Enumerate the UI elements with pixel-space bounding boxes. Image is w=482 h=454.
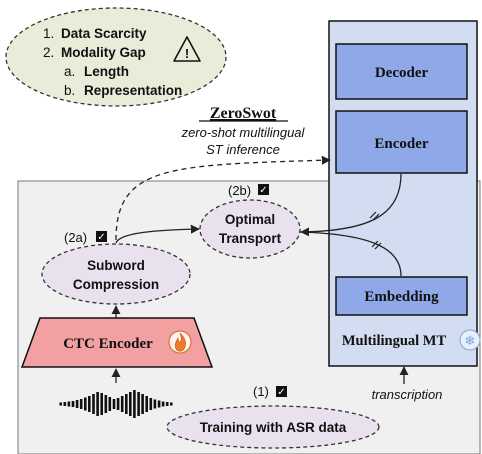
waveform-bar [141, 394, 144, 414]
check-glyph: ✓ [97, 232, 105, 243]
ot-label-1: Optimal [225, 212, 275, 227]
stop-gradient-mark [369, 211, 377, 219]
waveform-bar [116, 398, 120, 410]
waveform-bar [145, 396, 148, 412]
checkbox-icon: ✓ [96, 231, 107, 243]
stop-gradient-mark [371, 240, 379, 248]
zeroswot-title: ZeroSwot [210, 105, 277, 122]
waveform-bar [59, 402, 62, 406]
waveform-bar [157, 400, 161, 408]
waveform-bar [100, 393, 103, 415]
check-glyph: ✓ [277, 387, 285, 398]
waveform-bar [129, 392, 132, 416]
waveform-bar [133, 390, 136, 418]
challenge-2b-label: Representation [84, 83, 182, 98]
stop-gradient-mark [372, 213, 380, 221]
snowflake-glyph: ❄ [465, 333, 476, 348]
waveform-bar [170, 402, 173, 406]
mt-label: Multilingual MT [342, 333, 447, 349]
subword-label-2: Compression [73, 277, 159, 292]
zeroswot-subtitle-2: ST inference [206, 142, 280, 157]
challenge-2b-marker: b. [64, 83, 75, 98]
subword-label-1: Subword [87, 258, 145, 273]
fire-icon [168, 330, 192, 354]
step-1-label: (1) [253, 384, 269, 399]
waveform-bar [88, 396, 91, 412]
waveform-bar [108, 397, 112, 411]
waveform-bar [75, 400, 79, 408]
checkbox-icon: ✓ [276, 386, 287, 398]
waveform-bar [153, 399, 157, 409]
subword-to-ot-arrow [115, 224, 200, 244]
challenges-ellipse [5, 7, 227, 107]
ctc-encoder-block [20, 317, 214, 368]
waveform-bar [165, 402, 169, 406]
snowflake-icon: ❄ [459, 329, 481, 351]
waveform-bar [120, 396, 124, 412]
asr-training-label: Training with ASR data [200, 420, 347, 435]
waveform-icon [59, 390, 173, 418]
waveform-bar [63, 402, 67, 406]
encoder-label: Encoder [374, 136, 429, 152]
embedding-to-ot-line [299, 231, 402, 277]
waveform-bar [125, 394, 128, 414]
waveform-bar [112, 399, 116, 409]
waveform-bar [104, 395, 108, 413]
waveform-bar [149, 398, 153, 410]
step-2a-label: (2a) [64, 230, 87, 245]
challenge-2a-label: Length [84, 64, 129, 79]
challenge-1-marker: 1. [43, 26, 54, 41]
embedding-label: Embedding [364, 289, 439, 305]
challenge-1-label: Data Scarcity [61, 26, 147, 41]
waveform-bar [161, 401, 165, 407]
waveform-bar [84, 397, 87, 411]
stop-gradient-mark [374, 242, 382, 250]
waveform-bar [79, 399, 83, 409]
checkbox-icon: ✓ [258, 184, 269, 196]
encoder-to-ot-arrow [300, 173, 402, 237]
ot-label-2: Transport [219, 231, 282, 246]
warning-glyph: ! [185, 46, 189, 61]
subword-compression-ellipse [41, 243, 191, 305]
encoder-box [335, 110, 468, 174]
waveform-bar [71, 401, 75, 407]
zeroswot-subtitle-1: zero-shot multilingual [181, 125, 306, 140]
challenge-2-label: Modality Gap [61, 45, 146, 60]
inference-dashed-arrow [115, 155, 331, 241]
check-glyph: ✓ [259, 185, 267, 196]
waveform-bar [67, 401, 71, 407]
optimal-transport-ellipse [199, 199, 301, 259]
waveform-bar [96, 392, 99, 416]
challenge-2-marker: 2. [43, 45, 54, 60]
ctc-encoder-label: CTC Encoder [63, 336, 153, 352]
transcription-label: transcription [372, 387, 443, 402]
decoder-label: Decoder [375, 65, 429, 81]
embedding-box [335, 276, 468, 316]
warning-triangle-icon: ! [173, 36, 201, 62]
decoder-box [335, 43, 468, 100]
waveform-bar [137, 392, 140, 416]
challenge-2a-marker: a. [64, 64, 75, 79]
asr-training-ellipse [166, 405, 380, 449]
waveform-bar [92, 394, 95, 414]
step-2b-label: (2b) [228, 183, 251, 198]
